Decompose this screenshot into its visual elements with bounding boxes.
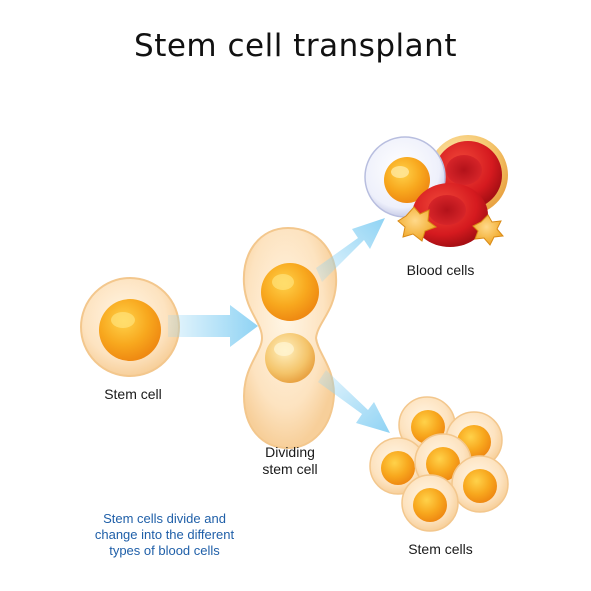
stem-cell — [451, 455, 509, 513]
red-blood-cell — [412, 183, 488, 247]
description-note: Stem cells divide and change into the di… — [62, 511, 267, 559]
label-stem-cell: Stem cell — [104, 386, 162, 402]
note-line1: Stem cells divide and — [103, 511, 226, 526]
label-dividing-line1: Dividing — [265, 444, 315, 460]
stem-cell-single — [80, 277, 180, 377]
platelet — [472, 214, 504, 246]
label-dividing-stem-cell: Dividing stem cell — [245, 444, 335, 478]
platelet — [397, 206, 438, 242]
note-line2: change into the different — [94, 527, 235, 542]
stem-cell — [401, 474, 459, 532]
arrow-right — [168, 305, 258, 347]
arrow-down-right — [318, 370, 390, 433]
label-blood-cells: Blood cells — [406, 262, 475, 278]
stem-cells-cluster — [369, 396, 509, 532]
label-dividing-line2: stem cell — [262, 461, 318, 477]
dividing-stem-cell — [242, 226, 338, 450]
page-title: Stem cell transplant — [134, 28, 457, 64]
label-stem-cells: Stem cells — [408, 541, 473, 557]
note-line3: types of blood cells — [109, 543, 220, 558]
arrow-up-right — [316, 218, 385, 282]
blood-cells-cluster — [364, 135, 508, 247]
